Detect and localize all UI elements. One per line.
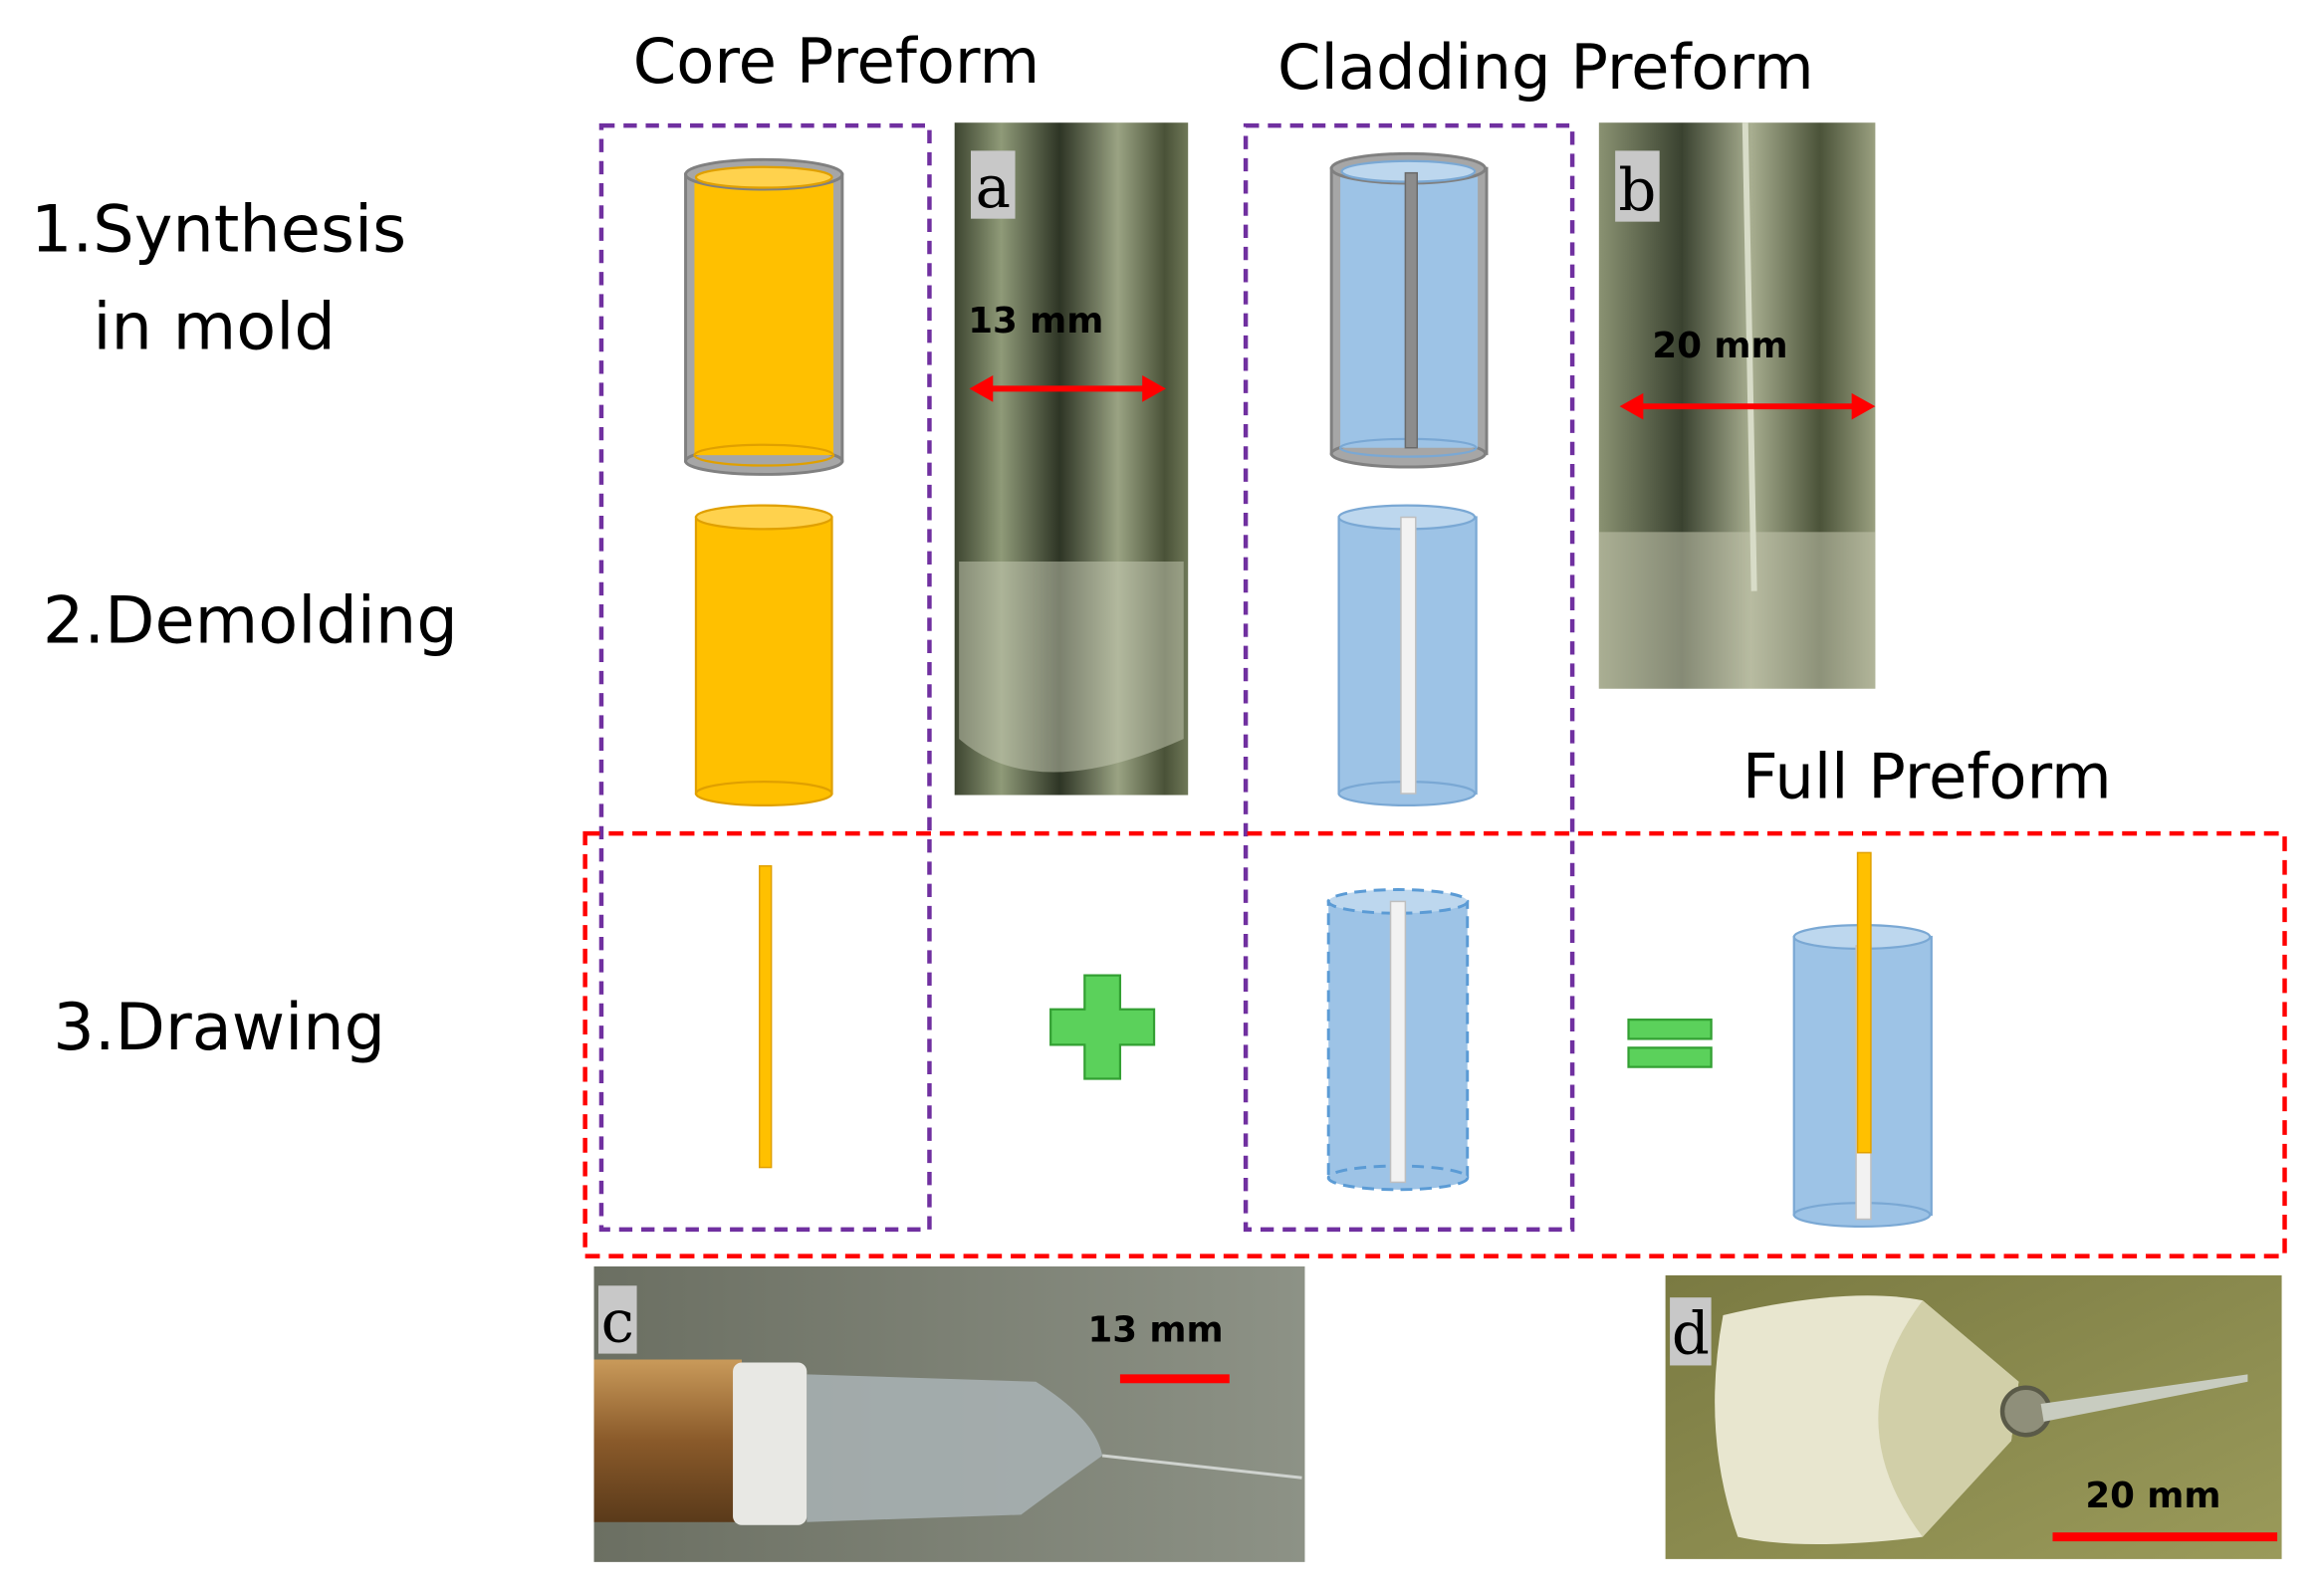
photo-d-label: d [1672, 1300, 1710, 1369]
demolded-core-cylinder [694, 504, 833, 807]
photo-d-full-preform: d 20 mm [1665, 1274, 2282, 1559]
equals-icon [1627, 1019, 1713, 1068]
photo-b-measurement: 20 mm [1652, 326, 1787, 366]
full-preform-assembly [1792, 851, 1933, 1229]
photo-c-drawn-core-fiber: c 13 mm [593, 1266, 1305, 1562]
photo-c-scale-bar [1119, 1374, 1230, 1384]
photo-d-scale-label: 20 mm [2085, 1476, 2220, 1516]
drawing-cladding-tube [1326, 888, 1470, 1192]
photo-a-label: a [976, 153, 1011, 222]
photo-a-measurement: 13 mm [968, 301, 1103, 342]
drawing-step-box [582, 830, 2287, 1258]
full-preform-header: Full Preform [1742, 741, 2112, 813]
cladding-in-mold-cylinder [1329, 151, 1489, 469]
core-in-mold-cylinder [684, 157, 844, 476]
plus-icon [1049, 974, 1156, 1080]
cladding-preform-box [1243, 122, 1575, 1233]
step-demolding-label: 2.Demolding [43, 583, 458, 659]
photo-b-label: b [1618, 156, 1656, 225]
core-preform-header: Core Preform [633, 25, 1040, 98]
step-synthesis-label: 1.Synthesis [31, 191, 406, 267]
cladding-preform-header: Cladding Preform [1277, 31, 1814, 104]
photo-b-cladding-preform: b 20 mm [1598, 122, 1876, 689]
step-drawing-label: 3.Drawing [53, 990, 385, 1065]
photo-c-label: c [601, 1288, 634, 1357]
demolded-cladding-cylinder [1337, 504, 1478, 807]
photo-d-scale-bar [2052, 1532, 2278, 1542]
double-arrow-icon [969, 375, 1166, 402]
step-synthesis-label-line2: in mold [93, 289, 335, 364]
double-arrow-icon [1619, 392, 1876, 420]
core-preform-box [598, 122, 932, 1233]
drawn-core-rod [759, 865, 773, 1169]
photo-c-scale-label: 13 mm [1087, 1310, 1223, 1351]
photo-a-core-preform: a 13 mm [954, 122, 1189, 796]
